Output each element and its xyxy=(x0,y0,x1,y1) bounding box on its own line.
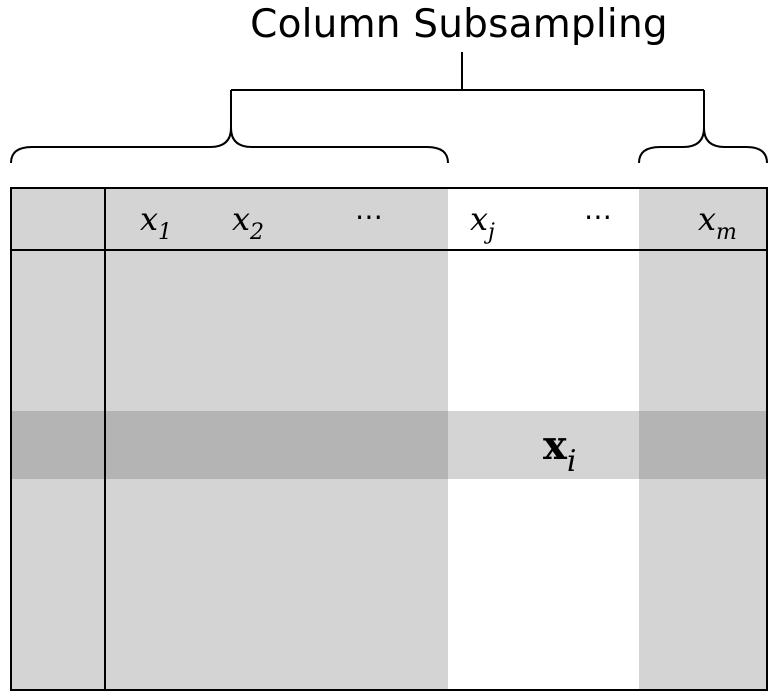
column-header-ellipsis-2: ⋯ xyxy=(584,200,612,233)
brace-left xyxy=(10,127,449,164)
matrix-border xyxy=(10,187,768,691)
column-header-ellipsis-1: ⋯ xyxy=(355,200,383,233)
column-header-x1: x1 xyxy=(140,200,173,245)
diagram-title: Column Subsampling xyxy=(250,2,668,47)
row-highlight-sampled-left xyxy=(11,411,448,479)
brace-right xyxy=(638,127,768,164)
column-header-xj: xj xyxy=(470,200,495,245)
column-header-x2: x2 xyxy=(232,200,265,245)
row-label-xi: xi xyxy=(543,422,577,479)
column-header-xm: xm xyxy=(698,200,737,245)
row-highlight-unsampled xyxy=(448,411,639,479)
row-highlight-sampled-right xyxy=(639,411,767,479)
